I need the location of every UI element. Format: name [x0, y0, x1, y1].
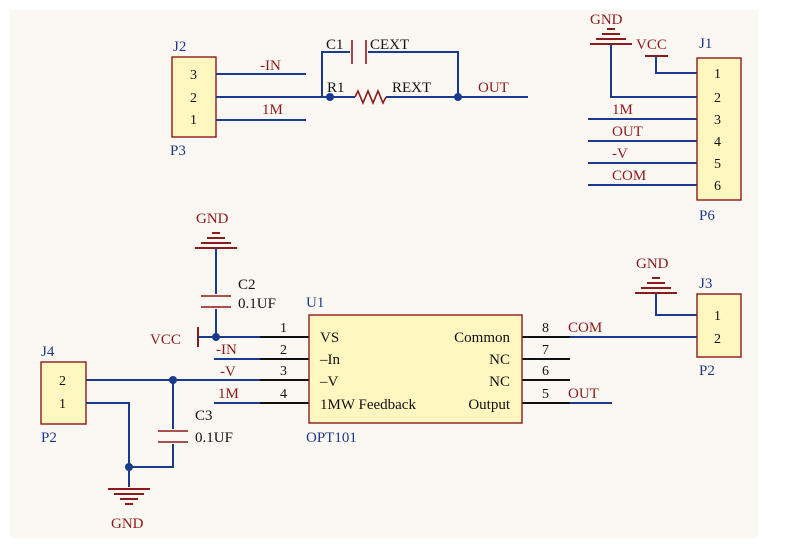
j2-footprint-label: P3	[170, 143, 186, 159]
capacitor-c3: C3 0.1UF	[158, 408, 233, 446]
net-label-out-top: OUT	[478, 80, 509, 96]
c3-value-label: 0.1UF	[195, 430, 233, 446]
j2-ref-label: J2	[173, 39, 186, 55]
u1-body	[308, 314, 523, 424]
net-label-v-minus-u1: -V	[220, 364, 236, 380]
connector-j1: J1 P6 1 2 3 4 5 6	[696, 36, 742, 224]
u1-pin-name-output: Output	[468, 397, 511, 413]
j1-net-1m: 1M	[612, 102, 633, 118]
u1-pin-num-3: 3	[280, 364, 287, 379]
u1-pin-name-feedback: 1MW Feedback	[320, 397, 416, 413]
j1-net-out: OUT	[612, 124, 643, 140]
connector-j2: J2 P3 3 2 1	[170, 39, 217, 159]
u1-pin-name-v: –V	[319, 374, 339, 390]
r1-zigzag	[354, 88, 387, 106]
u1-pin-num-5: 5	[542, 387, 549, 402]
r1-name-label: REXT	[392, 80, 431, 96]
j2-pin-2: 2	[190, 91, 197, 106]
j3-pin-2: 2	[714, 332, 721, 347]
gnd-label-j1: GND	[590, 12, 623, 28]
gnd-label-c2: GND	[196, 211, 229, 227]
u1-ref-label: U1	[306, 295, 324, 311]
j4-pin-1: 1	[59, 397, 66, 412]
junction-r1-left	[326, 93, 334, 101]
j2-pin-3: 3	[190, 68, 197, 83]
u1-pin-name-vs: VS	[320, 330, 339, 346]
j4-pin-2: 2	[59, 374, 66, 389]
j1-ref-label: J1	[699, 36, 712, 52]
u1-pin-name-nc-6: NC	[489, 374, 510, 390]
j4-body	[40, 361, 87, 425]
u1-pin-num-7: 7	[542, 343, 549, 358]
j3-body	[696, 293, 742, 358]
j1-pin-6: 6	[714, 179, 721, 194]
u1-pin-num-6: 6	[542, 364, 549, 379]
j3-gnd-wire	[655, 293, 697, 316]
j1-pin-5: 5	[714, 157, 721, 172]
j1-pin-1: 1	[714, 67, 721, 82]
junction-gnd-c3	[125, 463, 133, 471]
u1-pin-num-4: 4	[280, 387, 287, 402]
j2-pin-1: 1	[190, 113, 197, 128]
c3-bottom-wire	[129, 444, 174, 468]
ic-u1-opt101: U1 OPT101 1 2 3 4 VS –In –V 1MW Feedback…	[260, 295, 570, 446]
c1-ref-label: C1	[326, 37, 344, 53]
c1-right-wire	[368, 51, 459, 97]
capacitor-c1: C1 CEXT	[326, 37, 409, 64]
j4-pin1-gnd-wire	[86, 402, 130, 487]
u1-pin-num-8: 8	[542, 321, 549, 336]
resistor-r1: R1 REXT	[327, 80, 431, 106]
gnd-label-j3: GND	[636, 256, 669, 272]
junction-r1-right	[454, 93, 462, 101]
net-label-com-u1: COM	[568, 320, 602, 336]
c1-name-label: CEXT	[370, 37, 409, 53]
j3-footprint-label: P2	[699, 363, 715, 379]
c1-left-wire	[321, 51, 350, 97]
j4-footprint-label: P2	[41, 430, 57, 446]
gnd-symbol-bottom: GND	[108, 488, 150, 532]
c2-ref-label: C2	[238, 277, 256, 293]
j2-body	[171, 56, 217, 138]
capacitor-c2: C2 0.1UF	[201, 277, 276, 312]
net-label-in-minus-u1: -IN	[216, 342, 237, 358]
u1-pin-name-nc-7: NC	[489, 352, 510, 368]
j1-gnd-wire	[610, 44, 697, 98]
j1-body	[696, 57, 742, 201]
gnd-label-bottom: GND	[111, 516, 144, 532]
net-label-1m-u1: 1M	[218, 386, 239, 402]
j4-ref-label: J4	[41, 344, 55, 360]
j1-pin-3: 3	[714, 113, 721, 128]
u1-part-label: OPT101	[306, 430, 357, 446]
u1-pin-num-1: 1	[280, 321, 287, 336]
u1-pin-name-common: Common	[454, 330, 510, 346]
vcc-label-u1: VCC	[150, 332, 181, 348]
j1-pin-4: 4	[714, 135, 721, 150]
r1-ref-label: R1	[327, 80, 345, 96]
j1-net-v-minus: -V	[612, 146, 628, 162]
junction-vcc-c2	[212, 333, 220, 341]
j1-vcc-wire	[655, 56, 697, 74]
u1-pin-num-2: 2	[280, 343, 287, 358]
u1-pin-name-in: –In	[319, 352, 340, 368]
j3-pin-1: 1	[714, 309, 721, 324]
c2-value-label: 0.1UF	[238, 296, 276, 312]
j1-pin-2: 2	[714, 91, 721, 106]
j3-ref-label: J3	[699, 276, 712, 292]
net-label-1m-top: 1M	[262, 102, 283, 118]
vcc-label-j1: VCC	[636, 37, 667, 53]
j1-footprint-label: P6	[699, 208, 715, 224]
c3-ref-label: C3	[195, 408, 213, 424]
net-label-in-minus-top: -IN	[260, 58, 281, 74]
connector-j3: J3 P2 1 2	[696, 276, 742, 379]
connector-j4: J4 P2 2 1	[40, 344, 87, 446]
net-label-out-u1: OUT	[568, 386, 599, 402]
j1-net-com: COM	[612, 168, 646, 184]
sheet-background	[10, 10, 758, 538]
